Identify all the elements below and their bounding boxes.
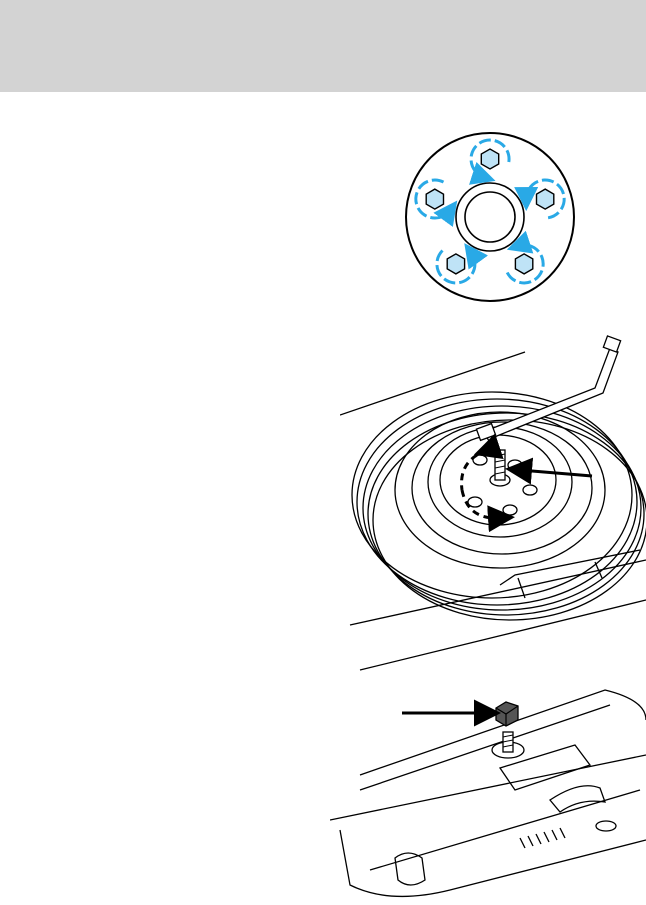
spare-tire-figure	[340, 330, 646, 675]
lug-nut-icon	[447, 254, 464, 274]
lug-nut-icon	[481, 149, 498, 169]
floor-ribs	[520, 828, 565, 848]
lug-wrench	[476, 336, 620, 450]
trunk-floor-figure	[330, 680, 646, 905]
lug-nut-icon	[537, 189, 554, 209]
lug-nut-icon	[426, 189, 443, 209]
lug-nut-icon	[515, 254, 532, 274]
retainer-nut	[496, 702, 518, 726]
page-header-band	[0, 0, 646, 92]
center-stud	[490, 450, 510, 486]
lug-nut-pattern-figure	[395, 130, 585, 305]
